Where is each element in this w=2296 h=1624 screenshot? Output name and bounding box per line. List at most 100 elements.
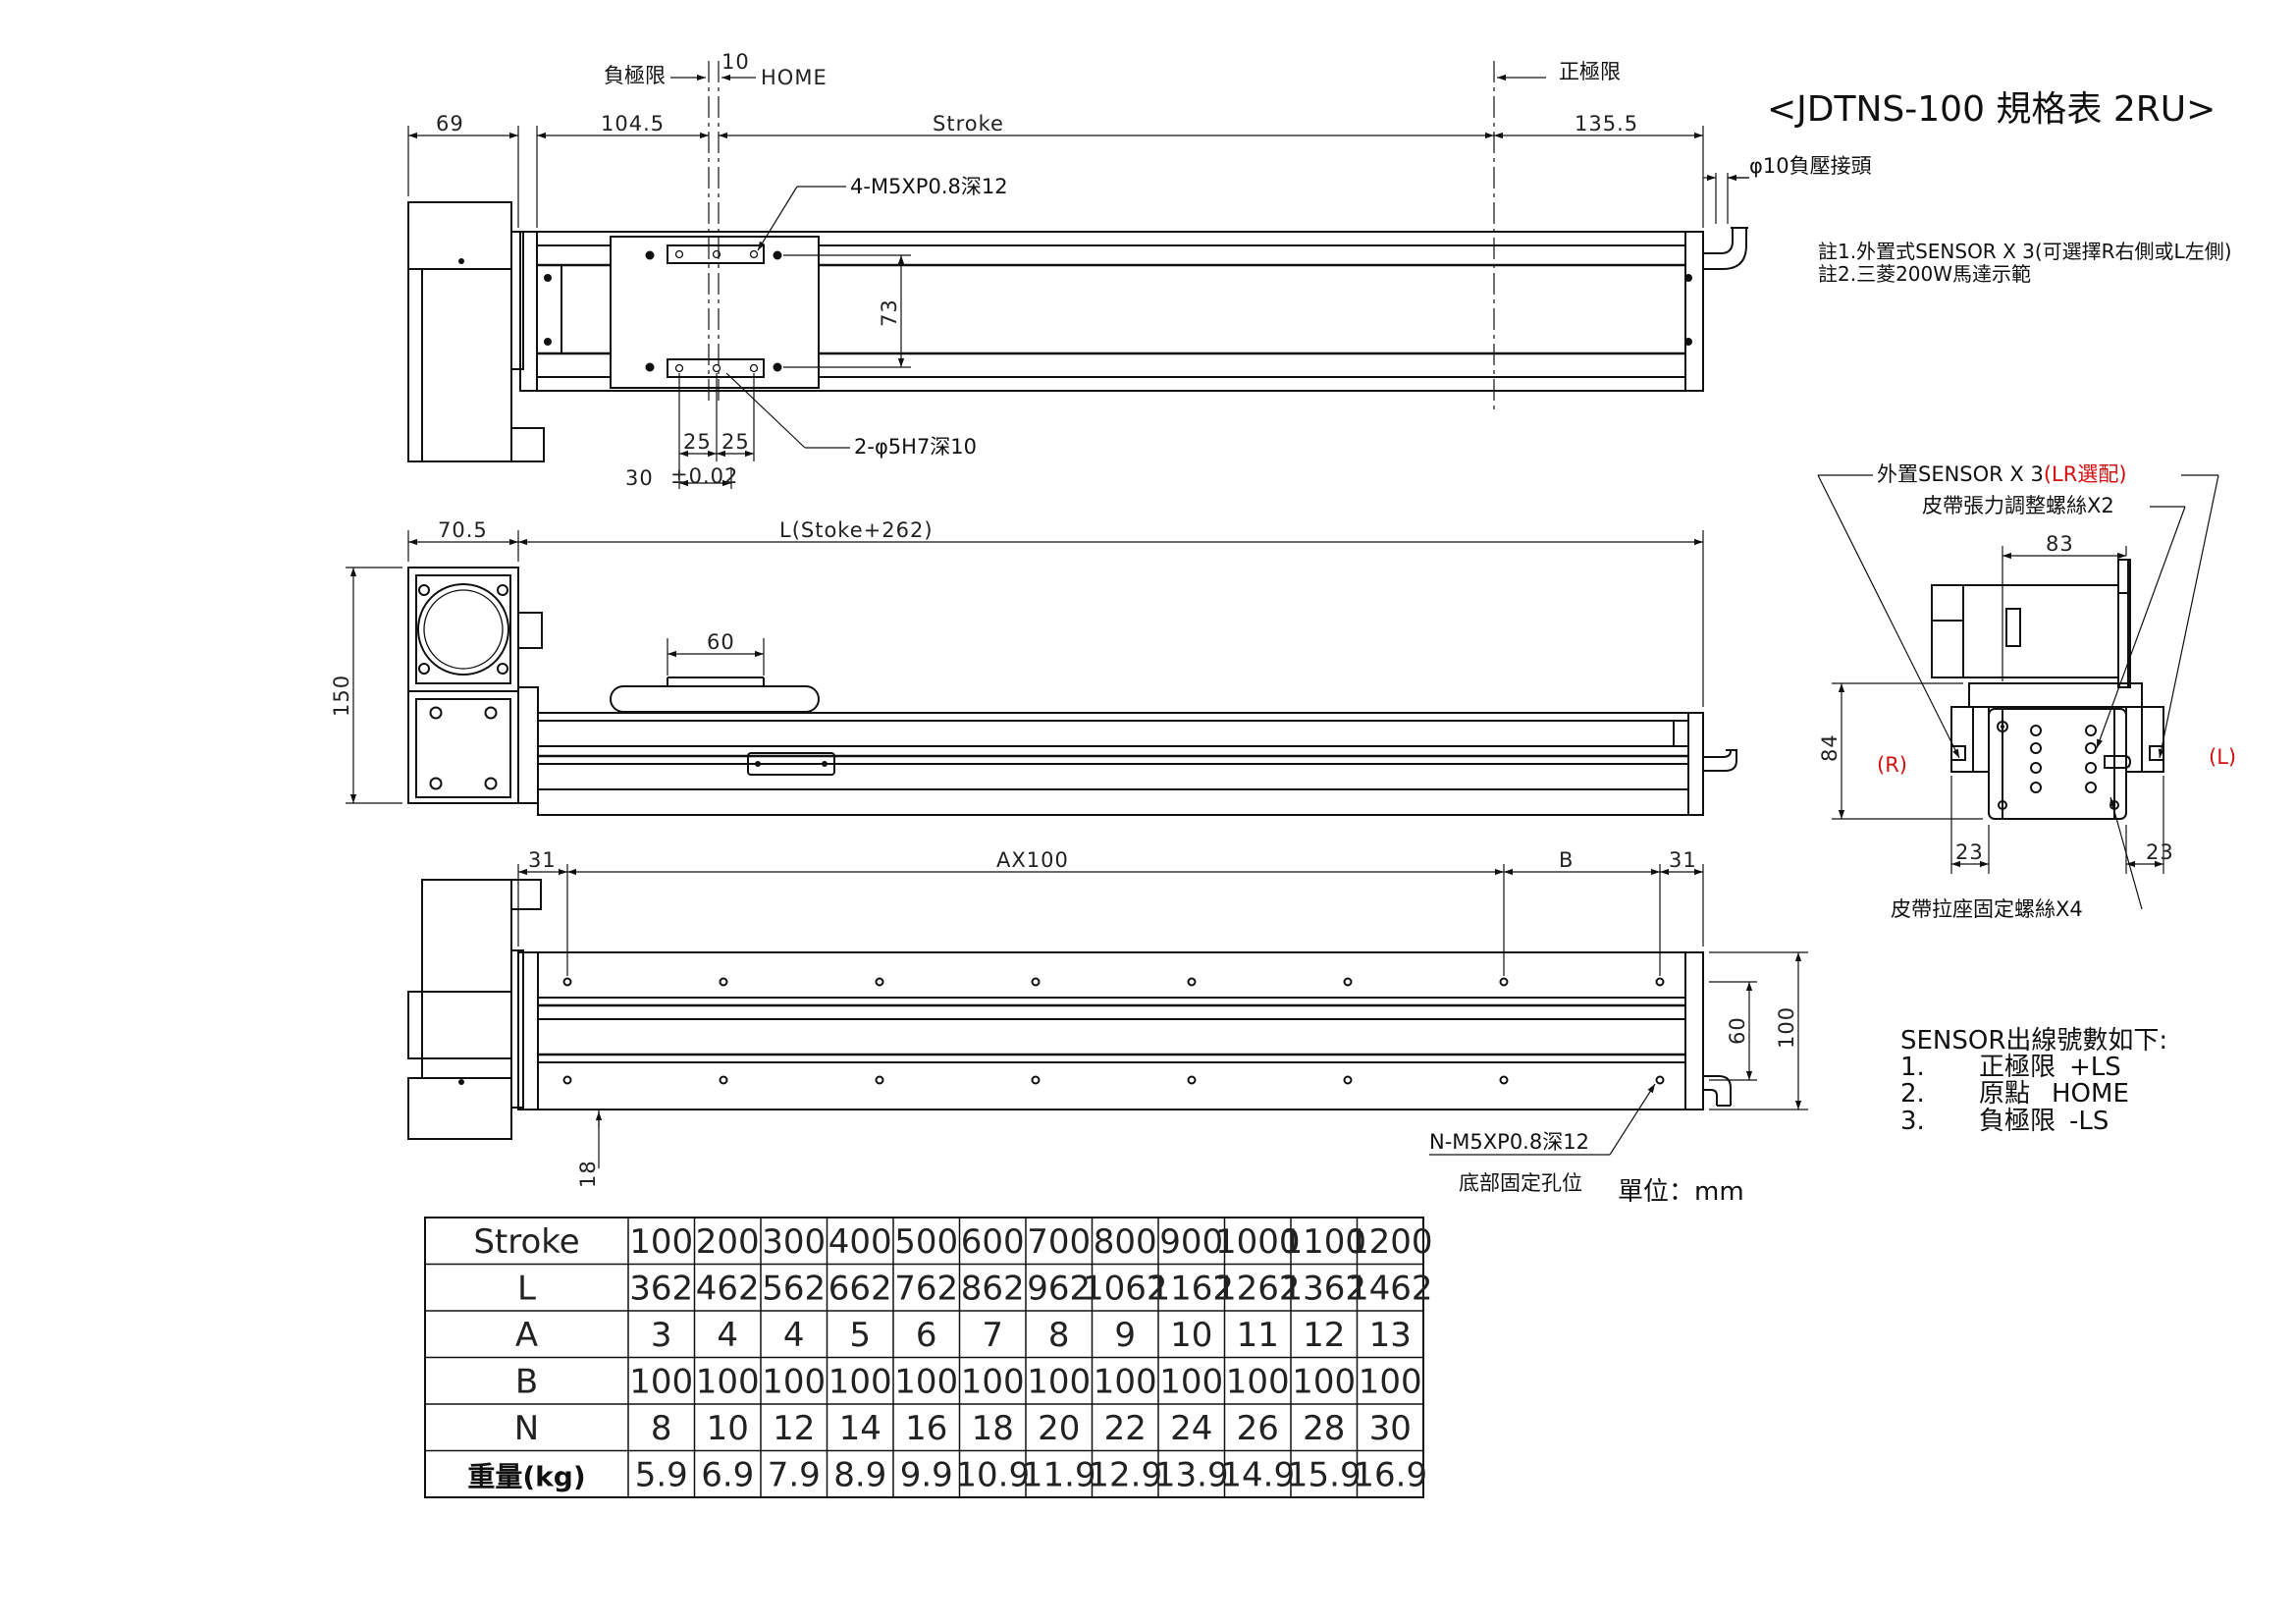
table-cell: 11.9: [1022, 1455, 1096, 1494]
table-cell: 1262: [1215, 1269, 1301, 1308]
dim-length: L(Stoke+262): [779, 518, 934, 542]
dim-73: 73: [878, 298, 901, 327]
table-cell: 100: [1226, 1362, 1290, 1401]
bottom-holes-label: N-M5XP0.8深12: [1429, 1130, 1589, 1154]
dim-60-bottom: 60: [1726, 1016, 1749, 1045]
dim-stroke: Stroke: [933, 112, 1004, 135]
sensor-item-1-code: +LS: [2069, 1053, 2121, 1082]
sensor-item-3-name: 負極限: [1979, 1107, 2056, 1136]
table-cell: 18: [972, 1409, 1014, 1448]
table-cell: 862: [961, 1269, 1025, 1308]
table-cell: 100: [894, 1362, 958, 1401]
top-view: 69 104.5 Stroke 135.5 負極限 10 HOME 正極限 φ1…: [407, 50, 1872, 490]
table-cell: 12.9: [1088, 1455, 1162, 1494]
table-cell: 22: [1104, 1409, 1147, 1448]
dim-104-5: 104.5: [601, 112, 665, 135]
table-row-label: A: [515, 1316, 538, 1355]
dim-100: 100: [1775, 1006, 1798, 1049]
dim-23-a: 23: [1955, 840, 1984, 864]
table-cell: 10: [1170, 1316, 1212, 1355]
table-row-label: 重量(kg): [467, 1460, 585, 1492]
table-cell: 500: [894, 1222, 958, 1262]
table-cell: 100: [762, 1362, 826, 1401]
table-cell: 462: [696, 1269, 760, 1308]
table-cell: 16: [905, 1409, 947, 1448]
table-cell: 5: [849, 1316, 871, 1355]
dim-ax100: AX100: [996, 848, 1069, 872]
pos-limit-label: 正極限: [1559, 60, 1621, 83]
table-cell: 12: [1303, 1316, 1345, 1355]
table-row-label: B: [515, 1362, 538, 1401]
dim-150: 150: [330, 675, 353, 717]
dim-135-5: 135.5: [1575, 112, 1638, 135]
note-2: 註2.三菱200W馬達示範: [1818, 262, 2031, 286]
table-cell: 600: [961, 1222, 1025, 1262]
dim-84: 84: [1818, 733, 1842, 762]
sensor-item-2-no: 2.: [1900, 1079, 1925, 1109]
table-cell: 8.9: [833, 1455, 886, 1494]
table-cell: 1162: [1148, 1269, 1234, 1308]
table-cell: 962: [1027, 1269, 1091, 1308]
side-l-label: (L): [2209, 745, 2236, 769]
table-row-label: L: [517, 1269, 536, 1308]
table-cell: 9: [1114, 1316, 1136, 1355]
dim-25-a: 25: [683, 430, 712, 454]
table-cell: 100: [629, 1362, 693, 1401]
side-r-label: (R): [1877, 753, 1907, 777]
table-cell: 100: [1094, 1362, 1157, 1401]
table-cell: 6: [916, 1316, 937, 1355]
table-cell: 10: [707, 1409, 749, 1448]
table-cell: 4: [717, 1316, 738, 1355]
table-cell: 7.9: [768, 1455, 821, 1494]
dim-18: 18: [576, 1160, 600, 1188]
table-cell: 9.9: [900, 1455, 953, 1494]
table-cell: 100: [1027, 1362, 1091, 1401]
table-cell: 12: [773, 1409, 815, 1448]
dim-b: B: [1559, 848, 1574, 872]
side-view: 70.5 L(Stoke+262) 60 150: [330, 518, 1737, 816]
table-cell: 762: [894, 1269, 958, 1308]
sensor-legend: SENSOR出線號數如下: 1. 正極限 +LS 2. 原點 HOME 3. 負…: [1900, 1026, 2167, 1136]
table-cell: 100: [696, 1362, 760, 1401]
joint-label: φ10負壓接頭: [1749, 154, 1872, 178]
dim-30: 30: [625, 466, 654, 490]
bottom-holes-row-1: [562, 977, 1665, 987]
sensor-item-1-name: 正極限: [1979, 1053, 2056, 1082]
dim-69: 69: [436, 112, 464, 135]
tapped-holes-label: 4-M5XP0.8深12: [850, 175, 1008, 198]
sensor-item-3-code: -LS: [2069, 1107, 2109, 1136]
dim-23-b: 23: [2146, 840, 2174, 864]
table-cell: 362: [629, 1269, 693, 1308]
table-cell: 562: [762, 1269, 826, 1308]
table-cell: 24: [1170, 1409, 1212, 1448]
table-cell: 662: [828, 1269, 892, 1308]
sensor-label: 外置SENSOR X 3(LR選配): [1877, 462, 2127, 486]
table-cell: 6.9: [701, 1455, 754, 1494]
table-cell: 200: [696, 1222, 760, 1262]
table-cell: 1000: [1215, 1222, 1301, 1262]
belt-tension-label: 皮帶張力調整螺絲X2: [1922, 494, 2114, 517]
table-cell: 13.9: [1154, 1455, 1229, 1494]
table-row-label: Stroke: [473, 1222, 579, 1262]
table-cell: 5.9: [635, 1455, 688, 1494]
table-cell: 800: [1094, 1222, 1157, 1262]
table-cell: 8: [651, 1409, 672, 1448]
table-cell: 26: [1237, 1409, 1279, 1448]
table-cell: 28: [1303, 1409, 1345, 1448]
dim-25-b: 25: [721, 430, 750, 454]
table-cell: 20: [1038, 1409, 1080, 1448]
dim-60-side: 60: [707, 630, 735, 654]
table-cell: 100: [1292, 1362, 1356, 1401]
unit-label: 單位：mm: [1618, 1177, 1744, 1207]
table-cell: 1200: [1348, 1222, 1433, 1262]
table-cell: 100: [1359, 1362, 1422, 1401]
table-cell: 100: [629, 1222, 693, 1262]
dim-10: 10: [721, 50, 750, 74]
